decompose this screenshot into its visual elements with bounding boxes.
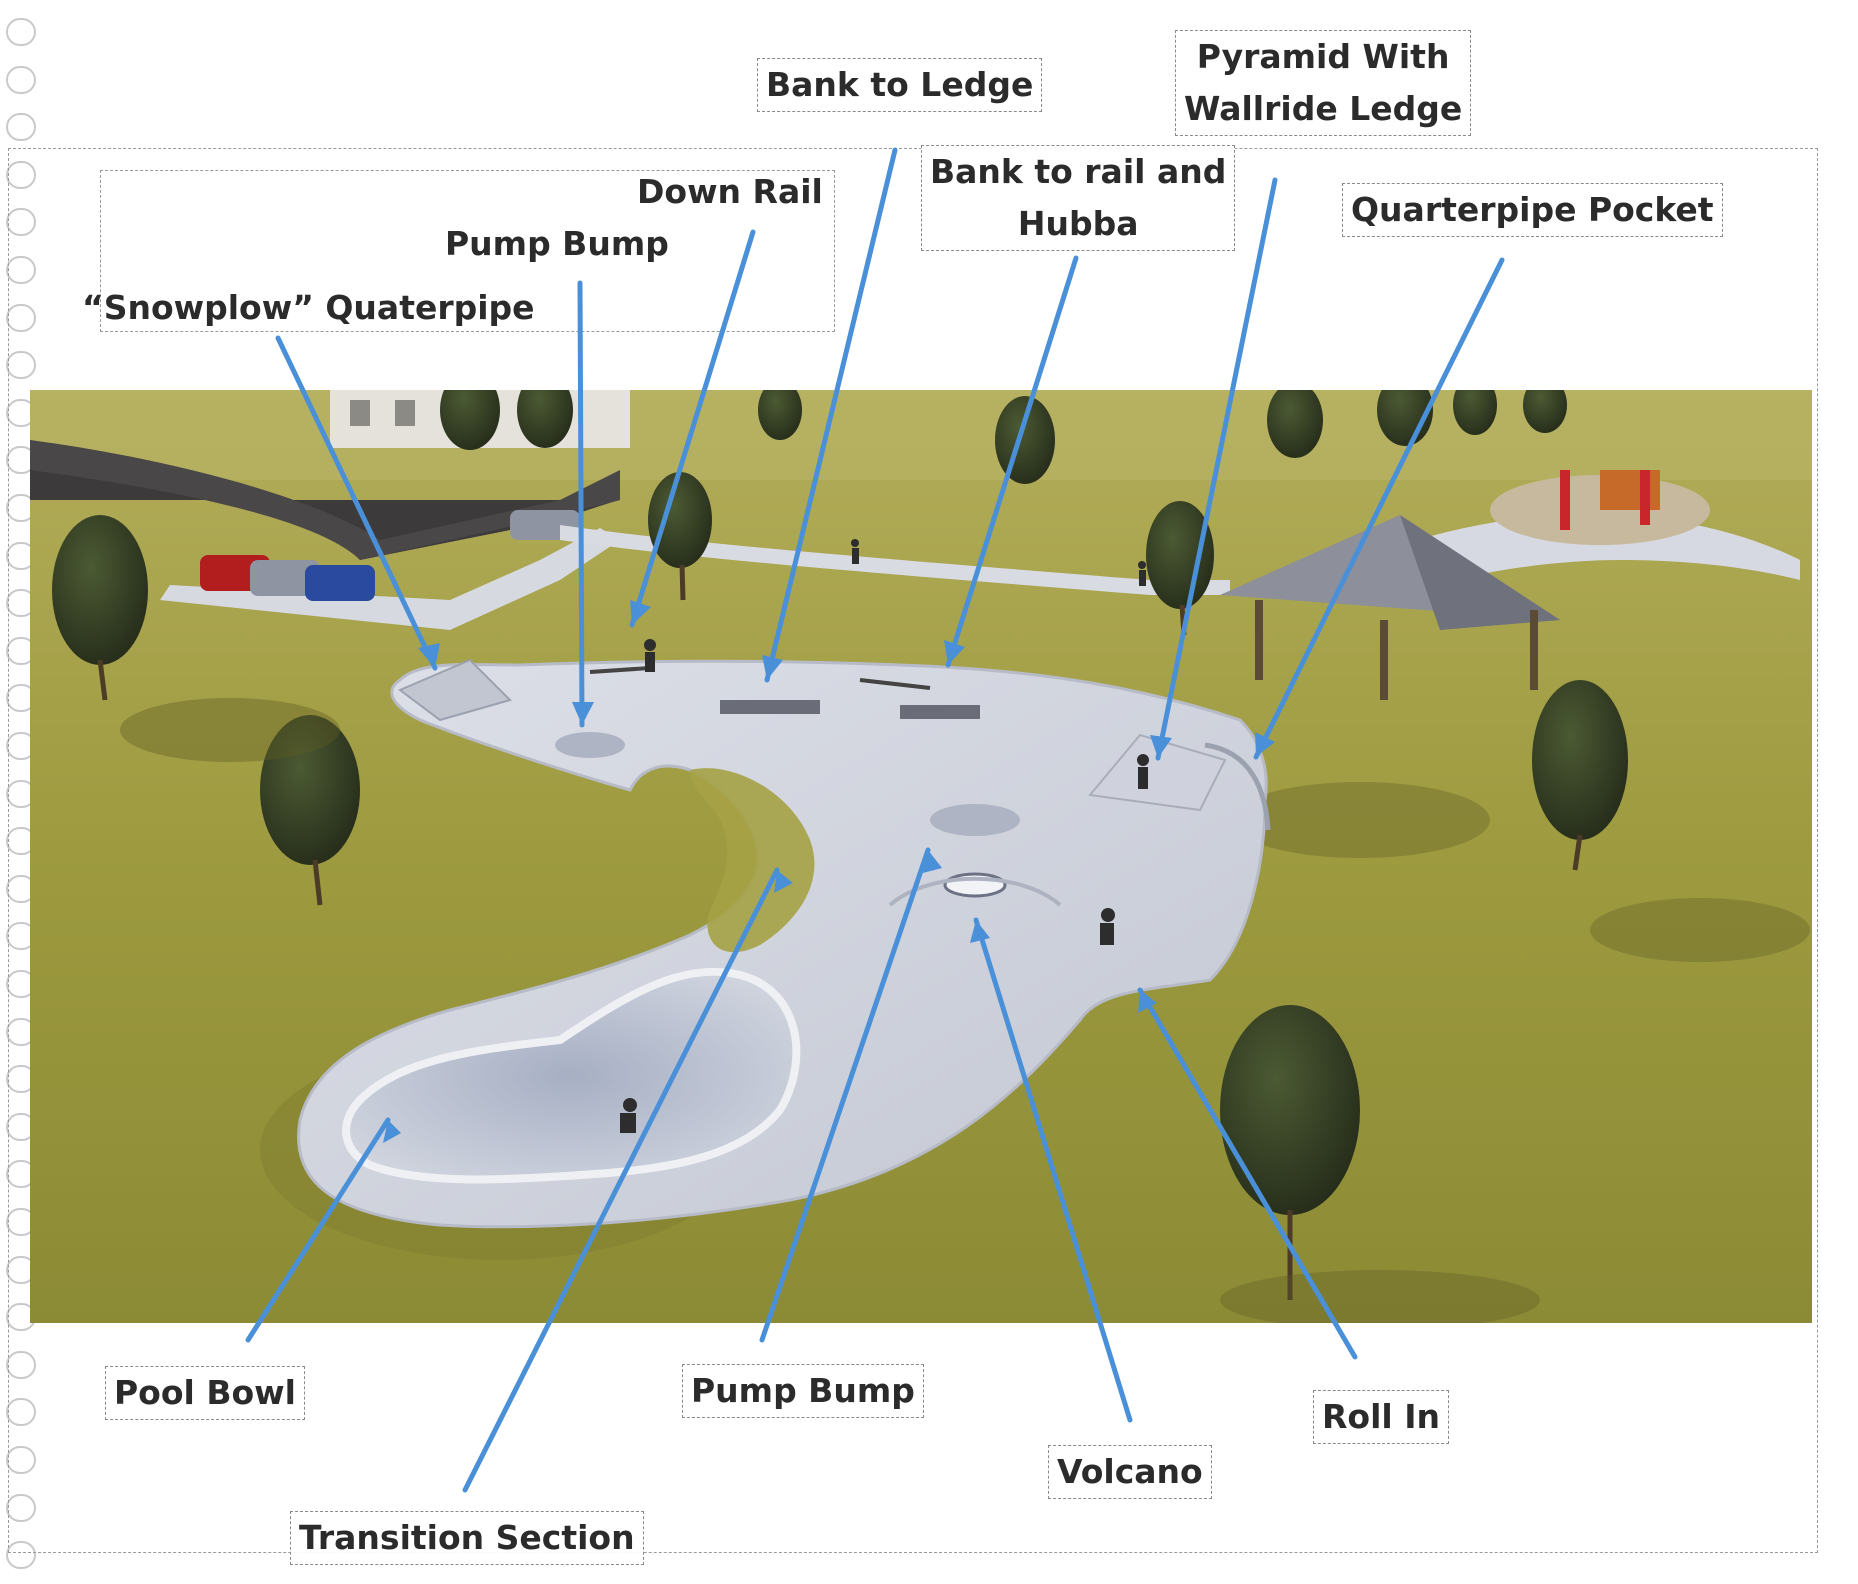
spiral-binding-ring-icon [6,160,36,189]
spiral-binding-ring-icon [6,208,36,237]
arrow-transition-section [462,867,780,1493]
arrow-down-rail [629,229,756,628]
spiral-binding-ring-icon [6,351,36,380]
spiral-binding-ring-icon [6,256,36,284]
arrowhead-roll-in [1138,990,1157,1013]
label-bank-to-ledge: Bank to Ledge [757,58,1043,112]
arrow-roll-in [1137,987,1358,1360]
arrowhead-pump-bump-top [572,702,594,725]
annotation-arrows [245,147,1505,1493]
spiral-binding-ring-icon [6,65,36,94]
arrow-volcano [973,917,1133,1423]
arrow-bank-rail-hubba [945,255,1079,668]
arrow-snowplow [275,335,438,671]
label-roll-in: Roll In [1313,1390,1449,1444]
outer-dashed-frame [8,148,1818,1553]
arrowhead-snowplow [418,643,440,668]
arrow-bank-to-ledge [764,147,898,683]
spiral-binding-ring-icon [6,1398,36,1427]
top-left-dashed-frame [100,170,835,332]
arrow-quarterpipe-pocket [1253,257,1505,760]
spiral-binding-ring-icon [6,1493,36,1522]
label-bank-rail-line1: Bank to rail and [930,152,1227,191]
arrow-pool-bowl [245,1117,391,1343]
scene-image [30,390,1812,1323]
label-pool-bowl: Pool Bowl [105,1366,305,1420]
arrow-pyramid [1155,177,1278,761]
arrowhead-transition-section [774,870,793,893]
label-pyramid-line1: Pyramid With [1196,37,1450,76]
arrowhead-pump-bump-bottom [923,850,942,873]
spiral-binding-ring-icon [6,303,36,332]
spiral-binding-ring-icon [6,113,36,142]
spiral-binding-ring-icon [6,1446,36,1474]
spiral-binding-ring-icon [6,1541,36,1570]
arrowhead-pyramid [1150,735,1172,758]
spiral-binding-ring-icon [6,1350,36,1379]
label-down-rail: Down Rail [637,172,823,211]
label-pyramid-with-wallride-ledge: Pyramid With Wallride Ledge [1175,30,1472,136]
label-volcano: Volcano [1048,1445,1212,1499]
spiral-binding-ring-icon [6,18,36,46]
arrowhead-down-rail [630,600,651,625]
label-transition-section: Transition Section [290,1511,644,1565]
arrowhead-bank-rail-hubba [944,640,965,665]
label-pyramid-line2: Wallride Ledge [1184,89,1463,128]
arrow-pump-bump-bottom [759,847,931,1343]
label-pump-bump-bottom: Pump Bump [682,1364,924,1418]
arrowhead-quarterpipe-pocket [1255,732,1275,757]
arrowhead-pool-bowl [383,1120,401,1143]
label-bank-rail-line2: Hubba [1017,204,1139,243]
arrow-pump-bump-top [577,280,585,728]
label-bank-to-rail-and-hubba: Bank to rail and Hubba [921,145,1236,251]
label-pump-bump-top: Pump Bump [445,224,669,263]
arrowhead-volcano [970,920,990,943]
label-snowplow-quarterpipe: “Snowplow” Quaterpipe [82,288,535,327]
arrowhead-bank-to-ledge [762,655,783,680]
label-quarterpipe-pocket: Quarterpipe Pocket [1342,183,1723,237]
arrowheads [383,600,1275,1143]
